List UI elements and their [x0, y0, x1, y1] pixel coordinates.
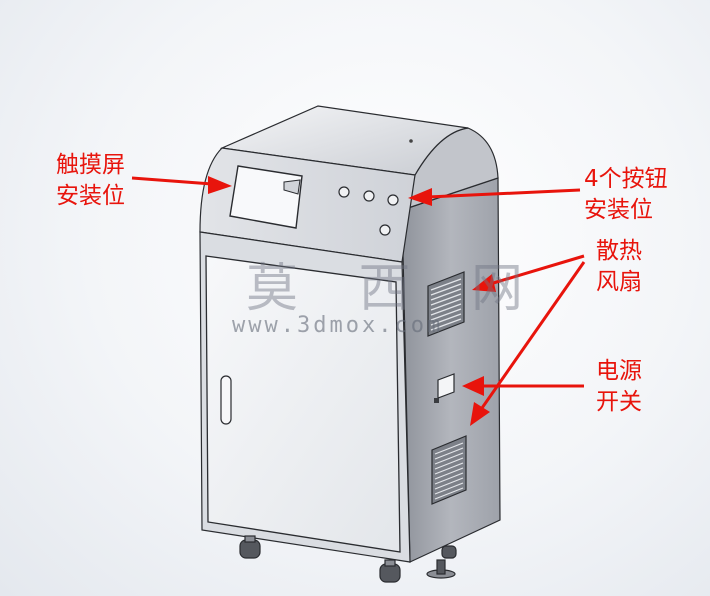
- arrow-fan-upper: [489, 254, 585, 286]
- label-power-line2: 开关: [596, 389, 642, 415]
- watermark-url: www.3dmox.com: [232, 313, 444, 338]
- label-power: 电源 开关: [596, 356, 642, 418]
- fan-vent-lower: [431, 435, 467, 505]
- label-touchscreen-line1: 触摸屏: [56, 152, 125, 178]
- watermark-chinese: 莫 西 网: [246, 259, 546, 319]
- casters: [239, 535, 457, 583]
- cabinet-side-panel: [401, 177, 501, 563]
- fan-vent-upper: [427, 271, 465, 337]
- arrow-fan-lower: [480, 261, 586, 409]
- label-fan-line2: 风扇: [596, 269, 642, 295]
- label-buttons-line1: 4个按钮: [584, 166, 668, 192]
- label-buttons: 4个按钮 安装位: [584, 164, 668, 226]
- label-buttons-line2: 安装位: [584, 197, 653, 223]
- annotation-arrows: [131, 176, 586, 426]
- arrow-touchscreen: [131, 176, 213, 186]
- arrow-buttons: [427, 188, 581, 199]
- power-switch: [434, 373, 455, 403]
- door-handle: [220, 375, 232, 425]
- label-touchscreen: 触摸屏 安装位: [56, 150, 125, 212]
- label-power-line1: 电源: [596, 358, 642, 384]
- label-fan: 散热 风扇: [596, 236, 642, 298]
- label-touchscreen-line2: 安装位: [56, 183, 125, 209]
- hood-top: [219, 105, 469, 176]
- cabinet-door: [205, 255, 401, 553]
- label-fan-line1: 散热: [596, 238, 642, 264]
- button-holes: [338, 186, 399, 236]
